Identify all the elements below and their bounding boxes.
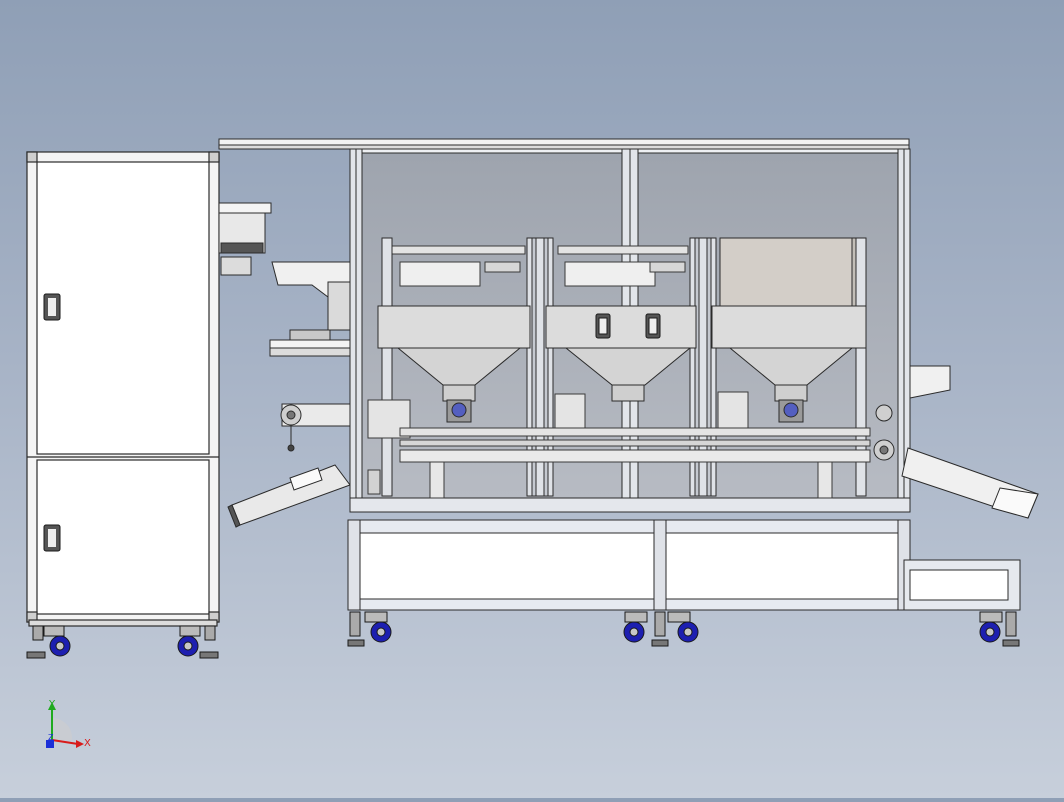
triad-plane-icon: [52, 717, 73, 740]
cabinet-door-handle-upper: [43, 293, 61, 321]
x-axis-arrow: [51, 739, 79, 745]
feed-unit-box: [218, 202, 272, 276]
right-outlet-hood: [909, 365, 951, 399]
storage-bin: [719, 237, 867, 309]
x-axis-label: X: [84, 738, 91, 749]
hopper-3: [711, 305, 867, 423]
right-bearing: [873, 404, 895, 461]
hopper-window-handles: [595, 313, 661, 339]
cabinet-door-handle-lower: [43, 524, 61, 552]
z-axis-marker: [46, 740, 54, 748]
z-axis-label: Z: [48, 733, 54, 742]
right-discharge-chute: [901, 447, 1039, 519]
linear-slide: [269, 329, 353, 357]
x-axis-arrowhead: [76, 740, 84, 748]
top-rail: [218, 138, 910, 150]
cabinet-caster-left: [26, 625, 71, 659]
base-caster-3: [979, 611, 1020, 647]
cabinet-caster-right: [177, 625, 219, 659]
sensor-arm: [271, 261, 351, 331]
hopper-1: [377, 305, 531, 423]
base-caster-1: [347, 611, 392, 647]
roller-bearing: [280, 403, 351, 452]
base-caster-2: [623, 611, 699, 647]
y-axis-arrowhead: [48, 702, 56, 710]
upper-rails: [389, 245, 689, 287]
left-discharge-chute: [227, 464, 351, 528]
lower-conveyor: [367, 391, 871, 499]
machine-base: [347, 519, 911, 611]
hopper-2: [545, 305, 697, 402]
y-axis-label: Y: [48, 699, 56, 710]
electrical-cabinet: [26, 151, 220, 627]
coordinate-triad[interactable]: Y X Z: [46, 699, 91, 749]
base-extension: [903, 559, 1021, 611]
